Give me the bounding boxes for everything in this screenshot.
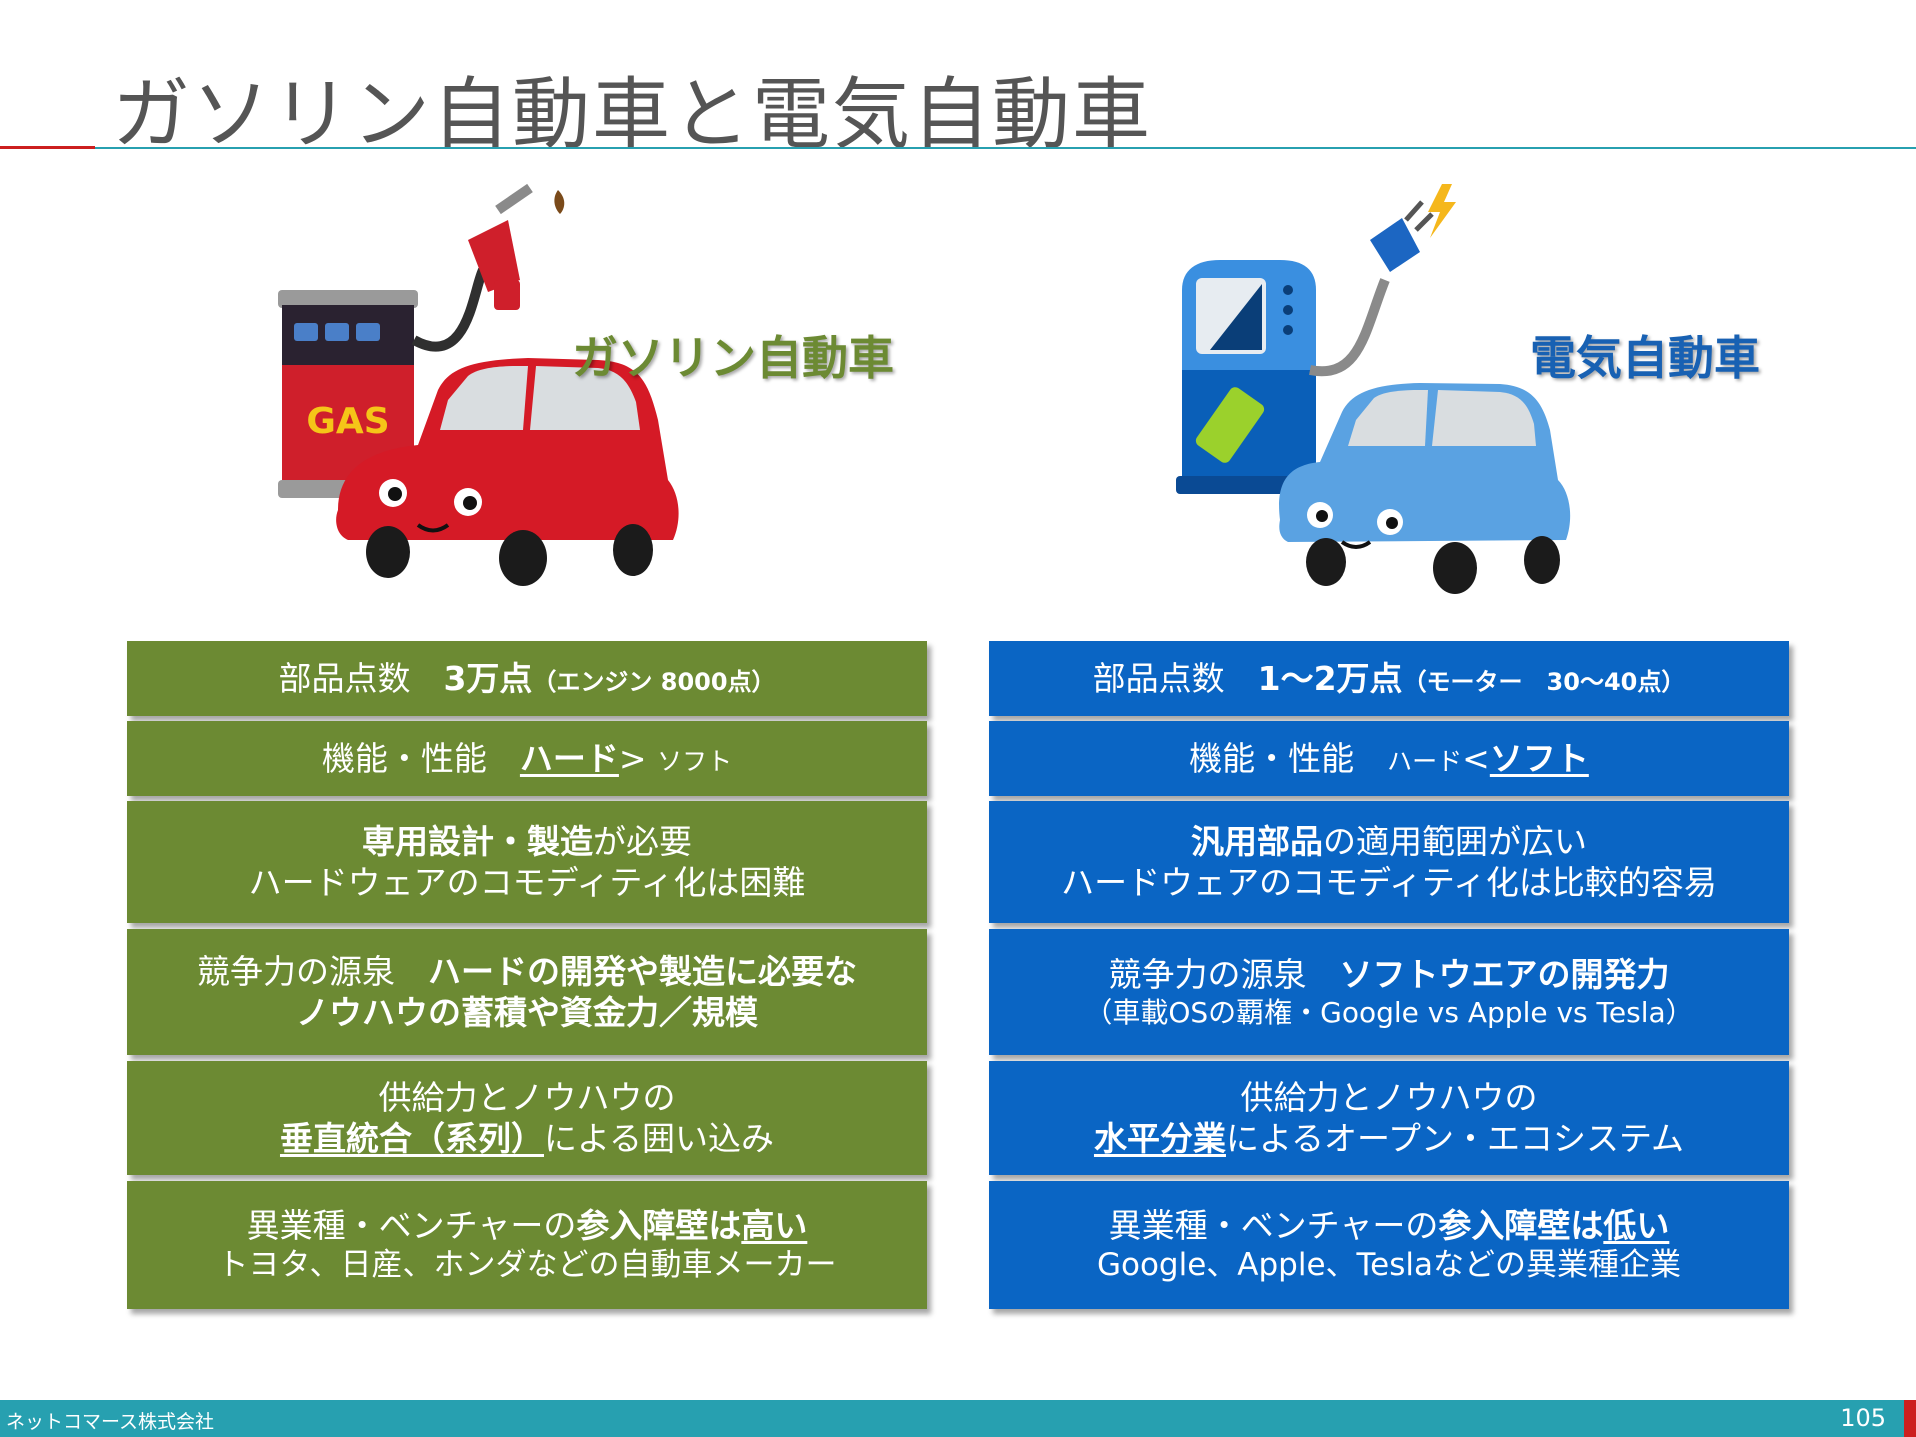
ev-car-label: 電気自動車 [1530,331,1760,385]
ev-row-supply: 供給力とノウハウの 水平分業によるオープン・エコシステム [989,1061,1789,1175]
ev-car-illustration [1176,184,1571,594]
gas-row-entry-barrier: 異業種・ベンチャーの参入障壁は高い トヨタ、日産、ホンダなどの自動車メーカー [127,1181,927,1309]
title-rule-red [0,146,95,149]
gas-row-function: 機能・性能 ハード> ソフト [127,721,927,796]
page-number: 105 [1840,1404,1886,1432]
ev-row-entry-barrier: 異業種・ベンチャーの参入障壁は低い Google、Apple、Teslaなどの異… [989,1181,1789,1309]
gas-pump-label: GAS [306,401,389,442]
footer-red-accent [1904,1400,1916,1437]
gas-row-design: 専用設計・製造が必要 ハードウェアのコモディティ化は困難 [127,801,927,923]
title-rule-teal [95,147,1916,149]
gas-row-supply: 供給力とノウハウの 垂直統合（系列）による囲い込み [127,1061,927,1175]
gas-car-illustration: GAS [278,183,679,586]
ev-row-design: 汎用部品の適用範囲が広い ハードウェアのコモディティ化は比較的容易 [989,801,1789,923]
gas-car-label: ガソリン自動車 [572,331,894,385]
page-title: ガソリン自動車と電気自動車 [112,70,1153,160]
gas-row-competitive-source: 競争力の源泉 ハードの開発や製造に必要な ノウハウの蓄積や資金力／規模 [127,929,927,1055]
company-name: ネットコマース株式会社 [6,1411,215,1433]
ev-row-competitive-source: 競争力の源泉 ソフトウエアの開発力 （車載OSの覇権・Google vs App… [989,929,1789,1055]
footer-bar: ネットコマース株式会社 105 [0,1400,1916,1437]
ev-row-parts: 部品点数 1～2万点（モーター 30～40点） [989,641,1789,716]
gas-row-parts: 部品点数 3万点（エンジン 8000点） [127,641,927,716]
ev-row-function: 機能・性能 ハード<ソフト [989,721,1789,796]
